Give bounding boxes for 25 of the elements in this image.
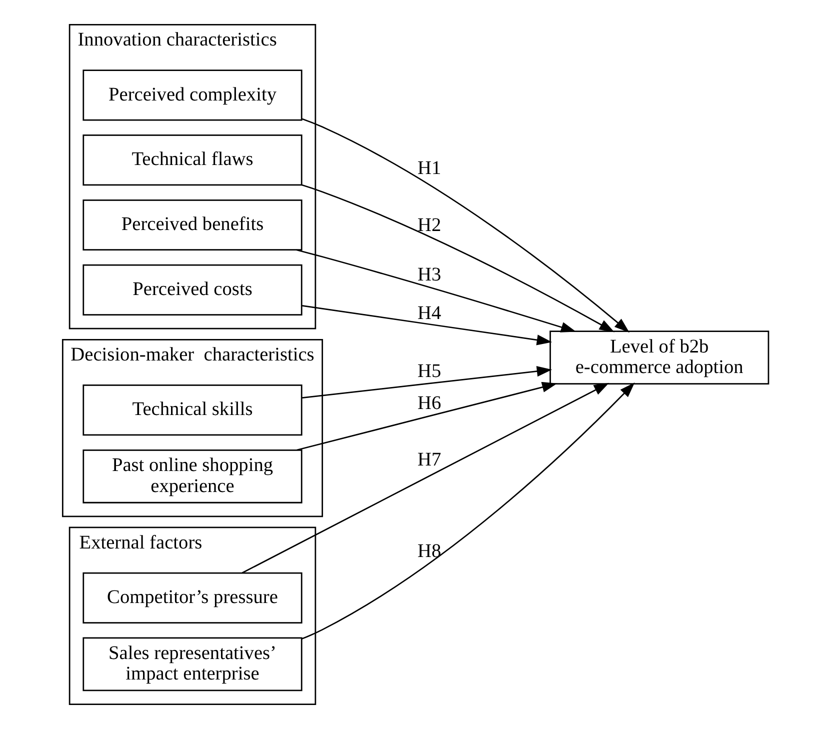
- arrow: [241, 382, 609, 574]
- edge-label: H7: [417, 450, 441, 471]
- arrow: [300, 382, 634, 640]
- arrow: [301, 118, 629, 333]
- edge-label: H1: [417, 158, 441, 180]
- node-box: Perceived complexity: [82, 70, 302, 121]
- edge-label: H5: [417, 361, 441, 382]
- node-box: Competitor’s pressure: [82, 572, 302, 624]
- arrow: [302, 305, 552, 346]
- node-box: Technical skills: [82, 384, 302, 436]
- arrow: [296, 382, 557, 451]
- edge-label: H6: [417, 392, 441, 414]
- node-box: Perceived benefits: [82, 199, 302, 251]
- node-box: Technical flaws: [82, 134, 302, 186]
- node-box: Level of b2b e-commerce adoption: [549, 330, 769, 385]
- arrow: [296, 249, 576, 332]
- arrow: [302, 366, 552, 399]
- arrow: [300, 184, 614, 332]
- edge-label: H2: [417, 214, 441, 236]
- node-box: Past online shopping experience: [82, 449, 302, 504]
- edge-label: H8: [417, 540, 441, 562]
- node-box: Sales representatives’ impact enterprise: [82, 637, 302, 692]
- edge-label: H3: [417, 264, 441, 286]
- edge-label: H4: [417, 303, 441, 324]
- node-box: Perceived costs: [82, 264, 302, 316]
